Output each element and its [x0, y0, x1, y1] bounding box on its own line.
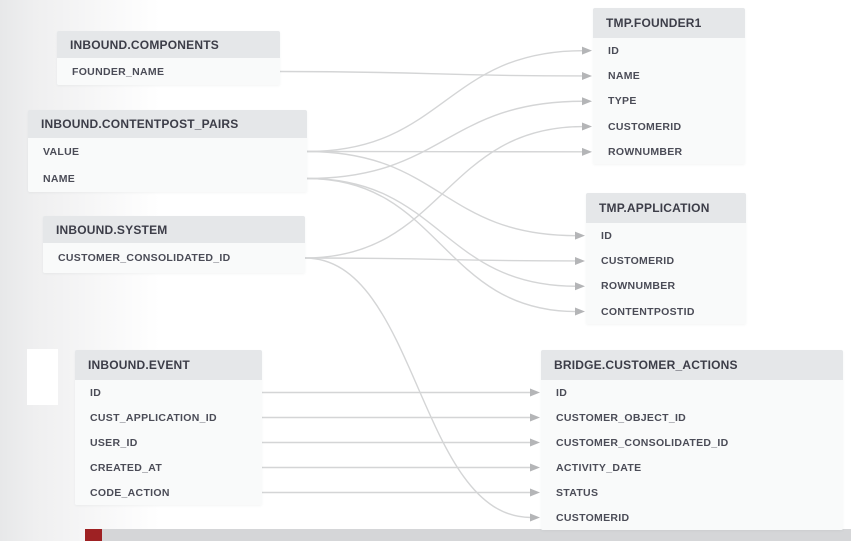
field-customer-consolidated-id[interactable]: CUSTOMER_CONSOLIDATED_ID	[556, 436, 729, 449]
bottom-scrollbar-accent	[85, 529, 102, 541]
field-name[interactable]: NAME	[43, 172, 76, 185]
table-header[interactable]: INBOUND.CONTENTPOST_PAIRS	[28, 110, 307, 138]
table-body: CUSTOMER_CONSOLIDATED_ID	[43, 243, 305, 273]
table-tmp-application[interactable]: TMP.APPLICATION ID CUSTOMERID ROWNUMBER CONT…	[586, 193, 746, 325]
arrowhead-icon	[530, 488, 540, 497]
field-status[interactable]: STATUS	[556, 486, 599, 499]
arrowhead-icon	[582, 122, 592, 131]
connector-line	[306, 150, 577, 237]
connector-line	[306, 100, 584, 180]
table-header[interactable]: TMP.APPLICATION	[586, 193, 746, 223]
table-header[interactable]: INBOUND.EVENT	[75, 350, 262, 380]
table-inbound-system[interactable]: INBOUND.SYSTEM CUSTOMER_CONSOLIDATED_ID	[43, 216, 305, 273]
field-contentpostid[interactable]: CONTENTPOSTID	[601, 305, 695, 318]
arrowhead-icon	[530, 463, 540, 472]
connector-line	[306, 177, 577, 287]
table-header[interactable]: BRIDGE.CUSTOMER_ACTIONS	[541, 350, 843, 380]
connector-line	[304, 125, 584, 259]
arrowhead-icon	[530, 513, 540, 522]
field-founder-name[interactable]: FOUNDER_NAME	[72, 65, 165, 78]
field-activity-date[interactable]: ACTIVITY_DATE	[556, 461, 642, 474]
field-customerid[interactable]: CUSTOMERID	[608, 120, 682, 133]
table-body: ID CUSTOMER_OBJECT_ID CUSTOMER_CONSOLIDATE…	[541, 380, 843, 530]
field-customerid[interactable]: CUSTOMERID	[601, 254, 675, 267]
connector-line	[306, 49, 584, 153]
connector-line	[279, 70, 584, 77]
connector-line	[306, 177, 577, 313]
field-id[interactable]: ID	[601, 229, 613, 242]
field-customer-consolidated-id[interactable]: CUSTOMER_CONSOLIDATED_ID	[58, 252, 231, 264]
field-code-action[interactable]: CODE_ACTION	[90, 486, 170, 499]
table-header[interactable]: TMP.FOUNDER1	[593, 8, 745, 38]
field-id[interactable]: ID	[90, 386, 102, 399]
arrowhead-icon	[530, 438, 540, 447]
table-body: ID CUSTOMERID ROWNUMBER CONTENTPOSTID	[586, 223, 746, 325]
table-body: ID CUST_APPLICATION_ID USER_ID CREATED_AT CO…	[75, 380, 262, 505]
field-id[interactable]: ID	[556, 386, 568, 399]
field-customer-object-id[interactable]: CUSTOMER_OBJECT_ID	[556, 411, 687, 424]
white-patch-decor	[27, 349, 58, 405]
connector-line	[304, 257, 577, 262]
field-rownumber[interactable]: ROWNUMBER	[608, 145, 683, 158]
field-cust-application-id[interactable]: CUST_APPLICATION_ID	[90, 411, 217, 424]
field-customerid[interactable]: CUSTOMERID	[556, 511, 630, 524]
field-id[interactable]: ID	[608, 44, 620, 57]
table-header[interactable]: INBOUND.SYSTEM	[43, 216, 305, 243]
bottom-scrollbar[interactable]	[85, 529, 851, 541]
field-rownumber[interactable]: ROWNUMBER	[601, 280, 676, 293]
table-bridge-customer-actions[interactable]: BRIDGE.CUSTOMER_ACTIONS ID CUSTOMER_OBJECT…	[541, 350, 843, 530]
arrowhead-icon	[582, 71, 592, 80]
field-type[interactable]: TYPE	[608, 95, 637, 108]
arrowhead-icon	[575, 307, 585, 316]
arrowhead-icon	[575, 231, 585, 240]
table-inbound-contentpost-pairs[interactable]: INBOUND.CONTENTPOST_PAIRS VALUE NAME	[28, 110, 307, 192]
arrowhead-icon	[582, 46, 592, 55]
table-body: FOUNDER_NAME	[57, 58, 280, 85]
arrowhead-icon	[582, 147, 592, 156]
arrowhead-icon	[575, 256, 585, 265]
table-header[interactable]: INBOUND.COMPONENTS	[57, 31, 280, 58]
field-created-at[interactable]: CREATED_AT	[90, 461, 163, 474]
table-body: VALUE NAME	[28, 138, 307, 192]
table-inbound-event[interactable]: INBOUND.EVENT ID CUST_APPLICATION_ID USER_I…	[75, 350, 262, 505]
table-inbound-components[interactable]: INBOUND.COMPONENTS FOUNDER_NAME	[57, 31, 280, 85]
arrowhead-icon	[575, 282, 585, 291]
field-value[interactable]: VALUE	[43, 145, 80, 158]
connector-line	[304, 257, 532, 519]
field-name[interactable]: NAME	[608, 69, 641, 82]
arrowhead-icon	[530, 413, 540, 422]
table-body: ID NAME TYPE CUSTOMERID ROWNUMBER	[593, 38, 745, 165]
field-user-id[interactable]: USER_ID	[90, 436, 138, 449]
arrowhead-icon	[582, 97, 592, 106]
arrowhead-icon	[530, 388, 540, 397]
